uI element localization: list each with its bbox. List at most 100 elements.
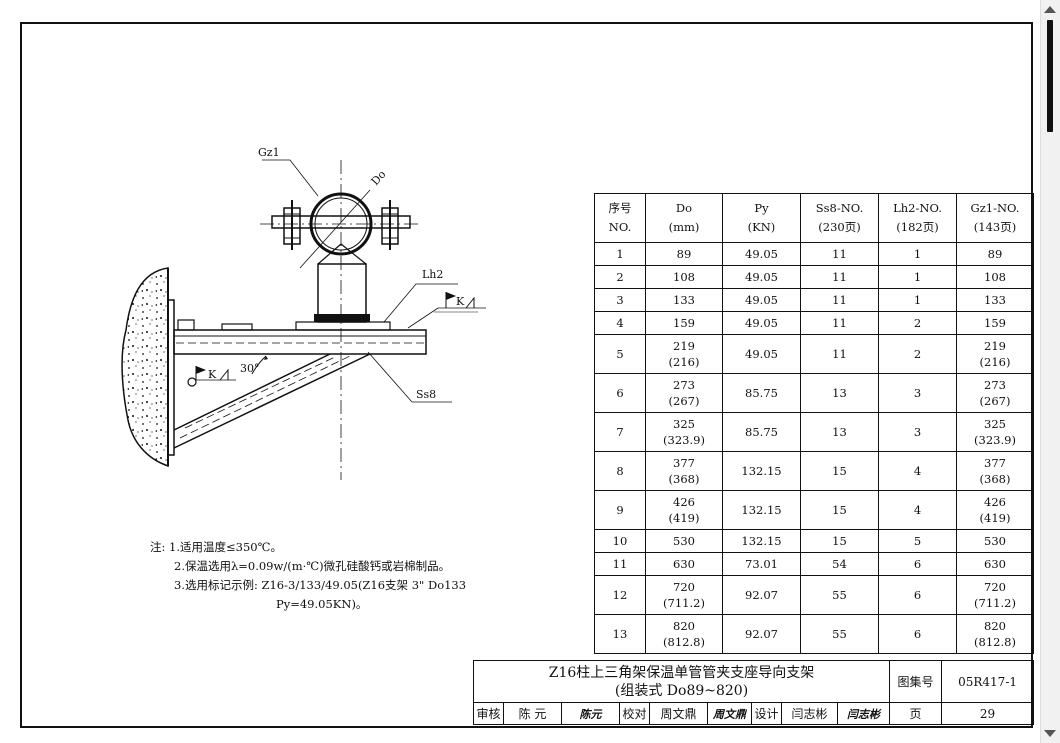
cell-do: 325(323.9): [645, 412, 723, 452]
cell-do: 108: [645, 265, 723, 289]
cell-py: 92.07: [722, 575, 801, 615]
wall-plate: [167, 299, 175, 456]
notes-block: 注: 1.适用温度≤350℃。 2.保温选用λ=0.09w/(m·℃)微孔硅酸钙…: [150, 538, 466, 614]
cell-lh2: 6: [878, 575, 957, 615]
scroll-thumb[interactable]: [1047, 20, 1053, 132]
cell-do: 820(812.8): [645, 614, 723, 654]
cell-lh2: 2: [878, 311, 957, 335]
cell-no: 7: [594, 412, 646, 452]
cell-ss8: 13: [800, 412, 879, 452]
cell-gz1: 108: [956, 265, 1034, 289]
cell-no: 8: [594, 451, 646, 491]
cell-no: 4: [594, 311, 646, 335]
cell-py: 132.15: [722, 529, 801, 553]
check-label: 校对: [619, 702, 650, 725]
header-gz1: Gz1-NO.(143页): [956, 193, 1034, 243]
title-block: Z16柱上三角架保温单管管夹支座导向支架 (组装式 Do89~820) 图集号 …: [472, 660, 1035, 725]
cell-lh2: 4: [878, 451, 957, 491]
cell-gz1: 325(323.9): [956, 412, 1034, 452]
ss8-label: Ss8: [416, 388, 436, 401]
cell-py: 49.05: [722, 311, 801, 335]
do-label: Do: [369, 168, 389, 188]
cell-ss8: 13: [800, 373, 879, 413]
header-do: Do(mm): [645, 193, 723, 243]
cell-no: 5: [594, 334, 646, 374]
page-label: 页: [889, 702, 943, 725]
header-lh2: Lh2-NO.(182页): [878, 193, 957, 243]
design-label: 设计: [751, 702, 782, 725]
cell-no: 11: [594, 552, 646, 576]
cell-gz1: 820(812.8): [956, 614, 1034, 654]
cell-ss8: 15: [800, 490, 879, 530]
page-number: 29: [941, 702, 1035, 725]
designer-name: 闫志彬: [781, 702, 838, 725]
cell-ss8: 54: [800, 552, 879, 576]
header-py: Py(KN): [722, 193, 801, 243]
cell-no: 1: [594, 242, 646, 266]
note-2: 2.保温选用λ=0.09w/(m·℃)微孔硅酸钙或岩棉制品。: [174, 559, 451, 573]
cell-py: 73.01: [722, 552, 801, 576]
cell-lh2: 1: [878, 242, 957, 266]
cell-lh2: 6: [878, 552, 957, 576]
cell-do: 630: [645, 552, 723, 576]
cell-do: 89: [645, 242, 723, 266]
cell-lh2: 1: [878, 265, 957, 289]
cell-do: 426(419): [645, 490, 723, 530]
scrollbar[interactable]: [1040, 0, 1060, 743]
cell-ss8: 55: [800, 614, 879, 654]
scroll-up-arrow-icon[interactable]: [1044, 6, 1056, 13]
cell-do: 377(368): [645, 451, 723, 491]
cell-do: 159: [645, 311, 723, 335]
cell-do: 219(216): [645, 334, 723, 374]
gz1-label: Gz1: [258, 146, 280, 159]
cell-gz1: 377(368): [956, 451, 1034, 491]
cell-gz1: 219(216): [956, 334, 1034, 374]
cell-no: 10: [594, 529, 646, 553]
weld-marker-right-icon: [407, 292, 486, 329]
weld-k-left: K: [208, 368, 217, 381]
cell-gz1: 159: [956, 311, 1034, 335]
cell-lh2: 4: [878, 490, 957, 530]
note-1: 1.适用温度≤350℃。: [169, 540, 282, 554]
scroll-down-arrow-icon[interactable]: [1044, 730, 1056, 737]
cell-py: 49.05: [722, 288, 801, 312]
review-label: 审核: [473, 702, 504, 725]
horizontal-beam: [173, 329, 427, 355]
cell-lh2: 6: [878, 614, 957, 654]
weld-k-right: K: [456, 295, 465, 308]
cell-ss8: 55: [800, 575, 879, 615]
atlas-number: 05R417-1: [941, 660, 1035, 703]
cell-py: 49.05: [722, 334, 801, 374]
cell-py: 132.15: [722, 451, 801, 491]
cell-no: 13: [594, 614, 646, 654]
cell-ss8: 15: [800, 451, 879, 491]
cell-lh2: 1: [878, 288, 957, 312]
cell-no: 9: [594, 490, 646, 530]
drawing-title: Z16柱上三角架保温单管管夹支座导向支架 (组装式 Do89~820): [472, 660, 891, 703]
cell-ss8: 11: [800, 334, 879, 374]
checker-signature: 周文鼎: [707, 702, 752, 725]
cell-py: 92.07: [722, 614, 801, 654]
note-4: Py=49.05KN)。: [276, 597, 368, 611]
cell-no: 12: [594, 575, 646, 615]
notes-prefix: 注:: [150, 540, 166, 554]
cell-ss8: 15: [800, 529, 879, 553]
cell-gz1: 530: [956, 529, 1034, 553]
cell-no: 2: [594, 265, 646, 289]
weld-marker-left-icon: [187, 366, 236, 387]
reviewer-name: 陈 元: [503, 702, 562, 725]
cell-gz1: 630: [956, 552, 1034, 576]
